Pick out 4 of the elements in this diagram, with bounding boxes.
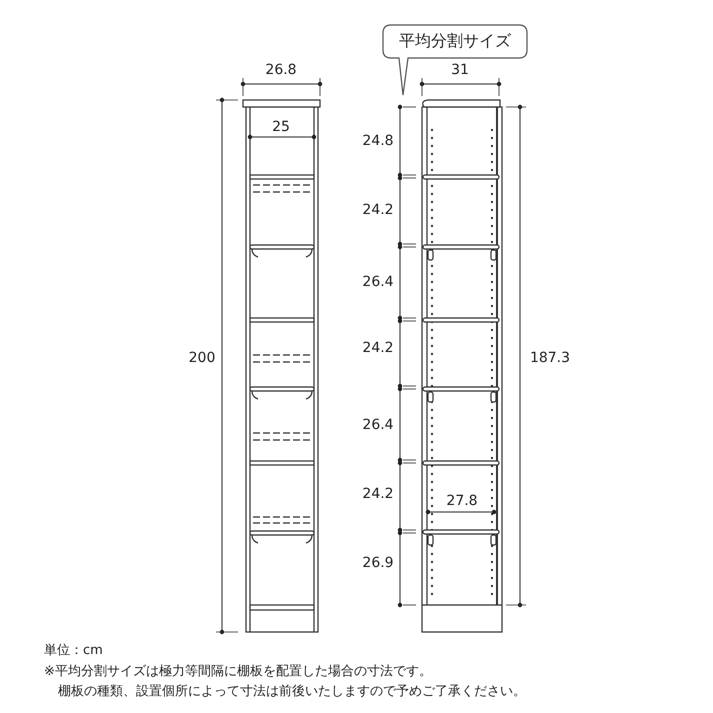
note-text: ※平均分割サイズは極力等間隔に棚板を配置した場合の寸法です。 bbox=[44, 664, 432, 680]
unit-label: 単位：cm bbox=[44, 643, 103, 659]
callout-text: 平均分割サイズ bbox=[399, 31, 511, 52]
note-text: 棚板の種類、設置個所によって寸法は前後いたしますので予めご了承ください。 bbox=[58, 684, 526, 700]
